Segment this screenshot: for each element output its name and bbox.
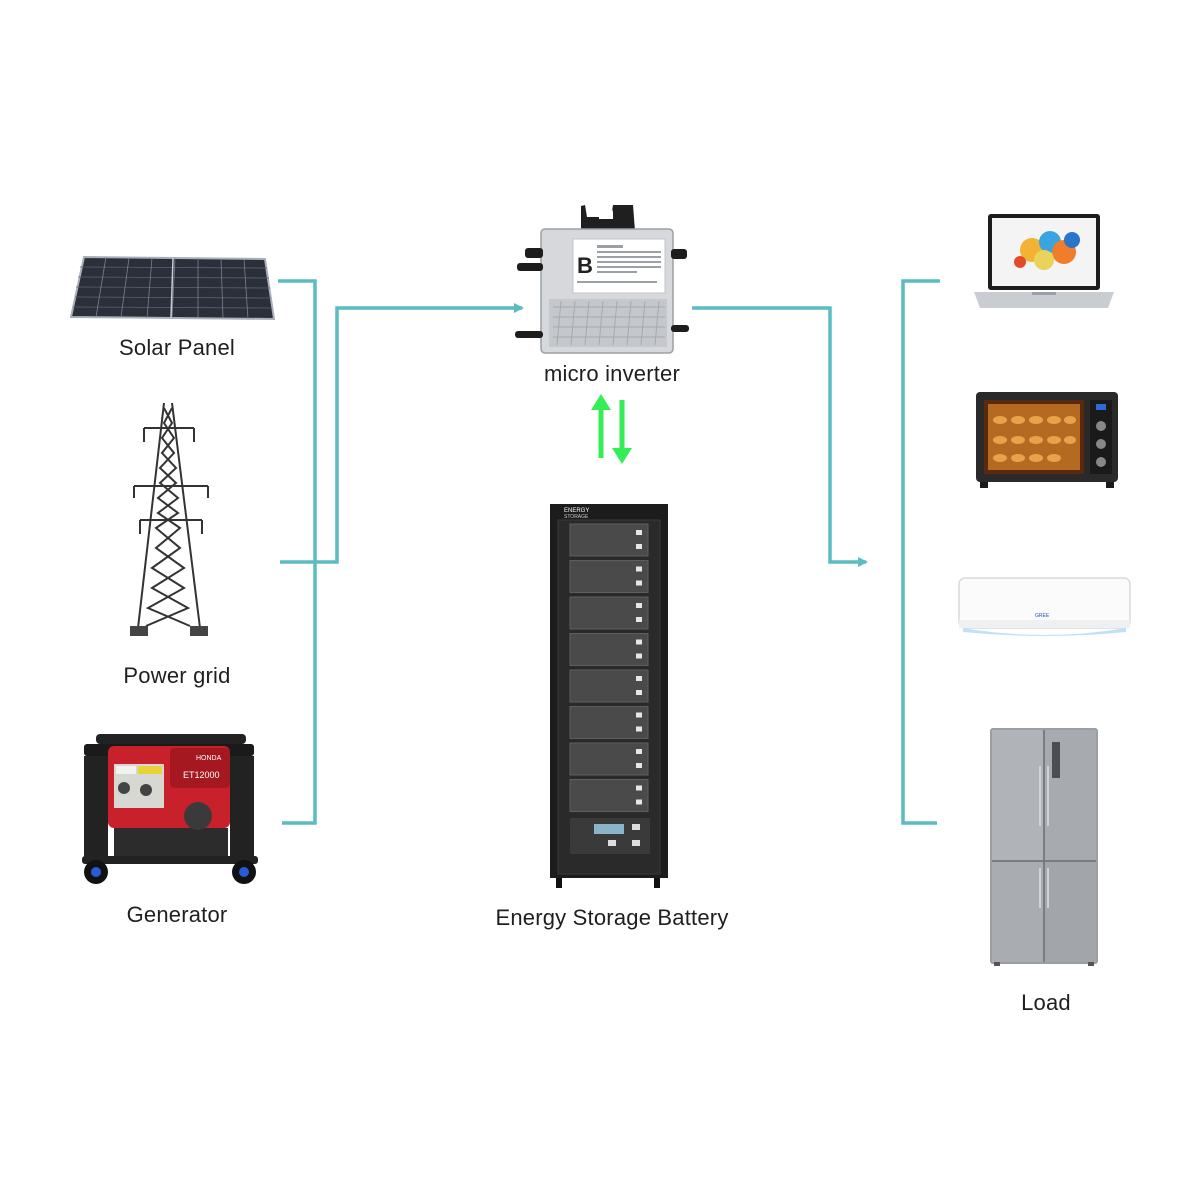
battery-module: [569, 669, 649, 703]
battery-module-terminal: [636, 763, 642, 768]
battery-module: [569, 523, 649, 557]
battery-module-terminal: [636, 726, 642, 732]
battery-module-terminal: [636, 690, 642, 695]
energy-storage-battery-label: Energy Storage Battery: [495, 905, 729, 930]
power-tower-icon: [130, 402, 209, 636]
load-label: Load: [1021, 990, 1071, 1015]
battery-module-terminal: [636, 544, 642, 549]
laptop-icon: [974, 214, 1114, 308]
battery-module-terminal: [636, 676, 642, 681]
svg-text:STORAGE: STORAGE: [564, 514, 589, 520]
battery-module-terminal: [636, 799, 642, 805]
energy-storage-battery-icon: ENERGY STORAGE: [550, 504, 668, 888]
svg-text:B: B: [577, 253, 593, 278]
load-bus-line: [901, 279, 940, 825]
svg-text:HONDA: HONDA: [196, 755, 222, 762]
battery-module-terminal: [636, 566, 642, 572]
battery-module: [569, 596, 649, 630]
inverter-to-load-line: [692, 306, 868, 567]
battery-module: [569, 633, 649, 666]
battery-module-terminal: [636, 603, 642, 608]
solar-panel-label: Solar Panel: [119, 335, 235, 360]
battery-module-terminal: [636, 580, 642, 586]
battery-module-terminal: [636, 639, 642, 645]
battery-module-terminal: [636, 785, 642, 791]
battery-module: [569, 779, 649, 812]
battery-module: [569, 560, 649, 593]
battery-module-terminal: [636, 653, 642, 659]
solar-panel-icon: [70, 255, 275, 321]
generator-icon: ET12000 HONDA: [82, 734, 258, 884]
battery-module: [569, 706, 649, 739]
svg-text:ENERGY: ENERGY: [564, 508, 589, 514]
air-conditioner-icon: GREE: [958, 577, 1131, 636]
solar-to-bus-line: [278, 279, 317, 825]
bidirectional-arrow-icon: [591, 394, 632, 464]
refrigerator-icon: [990, 728, 1098, 966]
power-grid-label: Power grid: [123, 663, 231, 688]
battery-module: [569, 742, 649, 776]
bus-to-inverter-line: [315, 303, 524, 564]
battery-module-terminal: [636, 530, 642, 535]
svg-text:GREE: GREE: [1035, 613, 1050, 619]
oven-icon: [976, 392, 1118, 488]
micro-inverter-label: micro inverter: [543, 361, 681, 386]
micro-inverter-icon: B: [515, 205, 689, 354]
battery-module-terminal: [636, 617, 642, 622]
generator-label: Generator: [126, 902, 228, 927]
svg-text:ET12000: ET12000: [183, 770, 220, 780]
battery-module-terminal: [636, 749, 642, 754]
battery-module-terminal: [636, 712, 642, 718]
